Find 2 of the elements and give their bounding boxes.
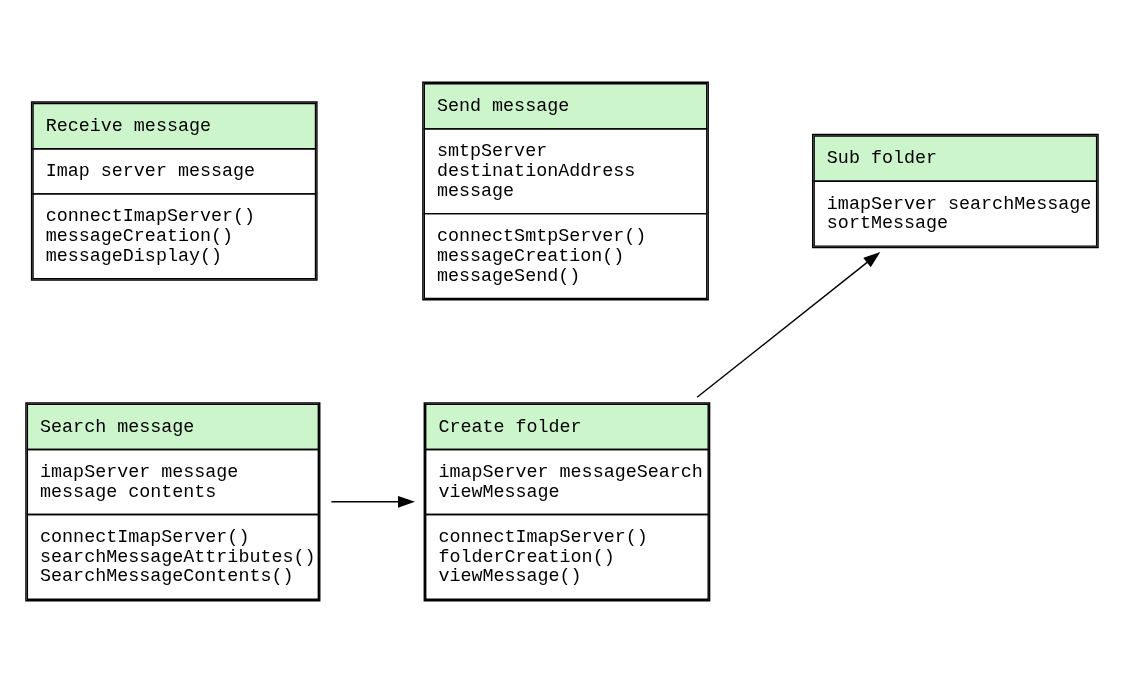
arrow	[696, 251, 881, 398]
arrow	[330, 495, 415, 508]
